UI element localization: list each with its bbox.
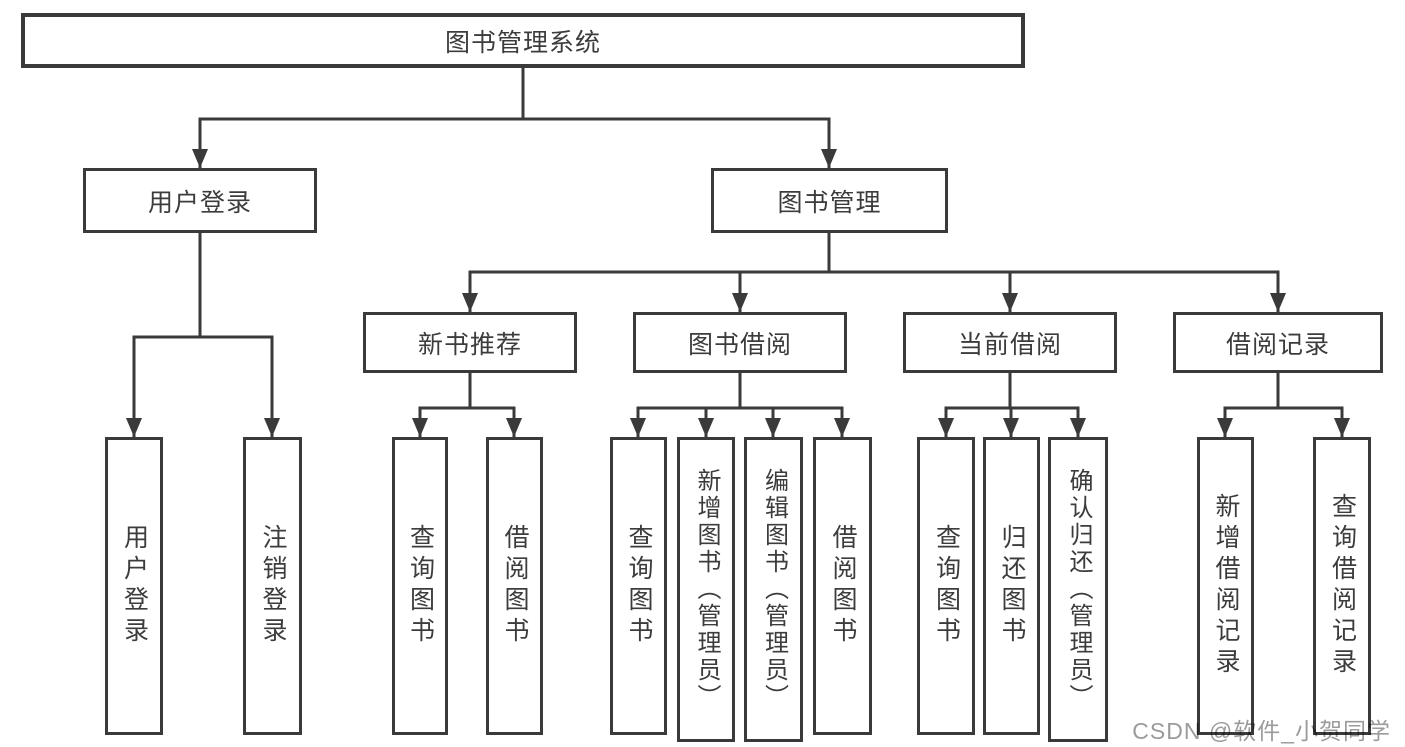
- arrowhead: [1003, 418, 1019, 437]
- connector: [418, 373, 516, 437]
- node-current-borrow: 当前借阅: [903, 312, 1117, 373]
- arrowhead: [462, 293, 478, 312]
- arrowhead: [938, 418, 954, 437]
- leaf-label: 注销登录: [259, 524, 287, 648]
- arrowhead: [765, 418, 781, 437]
- arrowhead: [834, 418, 850, 437]
- leaf-logout: 注销登录: [243, 437, 302, 735]
- watermark: CSDN @软件_小贺同学: [1132, 718, 1391, 744]
- node-label: 图书借阅: [687, 330, 792, 359]
- node-label: 用户登录: [147, 188, 252, 217]
- leaf-return-books: 归还图书: [983, 437, 1040, 735]
- arrowhead: [412, 418, 428, 437]
- arrowhead: [506, 418, 522, 437]
- leaf-query-books-3: 查询图书: [917, 437, 975, 735]
- arrowhead: [698, 418, 714, 437]
- leaf-query-books-2: 查询图书: [610, 437, 667, 735]
- connector: [636, 373, 844, 437]
- connector: [198, 68, 831, 168]
- leaf-label: 编辑图书（管理员）: [760, 468, 788, 711]
- leaf-label: 借阅图书: [501, 524, 529, 648]
- leaf-edit-books-admin: 编辑图书（管理员）: [744, 437, 803, 742]
- leaf-query-books-1: 查询图书: [392, 437, 448, 735]
- arrowhead: [630, 418, 646, 437]
- leaf-label: 查询图书: [625, 524, 653, 648]
- leaf-label: 用户登录: [120, 524, 149, 648]
- leaf-label: 新增借阅记录: [1212, 493, 1240, 679]
- node-label: 当前借阅: [957, 330, 1062, 359]
- leaf-user-login: 用户登录: [105, 437, 163, 735]
- node-book-management: 图书管理: [711, 168, 948, 233]
- arrowhead: [1334, 418, 1350, 437]
- node-label: 图书管理: [777, 188, 882, 217]
- node-label: 新书推荐: [417, 330, 522, 359]
- node-user-login: 用户登录: [83, 168, 317, 233]
- connector: [468, 233, 1280, 312]
- leaf-label: 查询借阅记录: [1328, 493, 1357, 679]
- arrowhead: [192, 149, 208, 168]
- node-book-borrow: 图书借阅: [633, 312, 847, 373]
- arrowhead: [1270, 293, 1286, 312]
- leaf-confirm-return-admin: 确认归还（管理员）: [1048, 437, 1108, 742]
- arrowhead: [1070, 418, 1086, 437]
- arrowhead: [264, 418, 280, 437]
- leaf-label: 确认归还（管理员）: [1065, 468, 1092, 711]
- arrowhead: [821, 149, 837, 168]
- node-label: 借阅记录: [1225, 330, 1330, 359]
- leaf-borrow-books-1: 借阅图书: [486, 437, 543, 735]
- leaf-add-borrow-record: 新增借阅记录: [1197, 437, 1254, 735]
- node-borrow-records: 借阅记录: [1173, 312, 1383, 373]
- arrowhead: [732, 293, 748, 312]
- arrowhead: [1217, 418, 1233, 437]
- leaf-add-books-admin: 新增图书（管理员）: [677, 437, 735, 742]
- leaf-label: 查询图书: [932, 524, 961, 648]
- leaf-label: 查询图书: [406, 524, 435, 648]
- leaf-label: 归还图书: [998, 524, 1026, 648]
- arrowhead: [1002, 293, 1018, 312]
- node-library-management-system: 图书管理系统: [21, 13, 1025, 68]
- leaf-query-borrow-record: 查询借阅记录: [1313, 437, 1371, 735]
- connector: [1223, 373, 1344, 437]
- node-label: 图书管理系统: [444, 28, 601, 57]
- leaf-borrow-books-2: 借阅图书: [813, 437, 872, 735]
- node-new-book-recommend: 新书推荐: [363, 312, 577, 373]
- connector: [132, 233, 274, 437]
- leaf-label: 借阅图书: [829, 524, 857, 648]
- arrowhead: [126, 418, 142, 437]
- leaf-label: 新增图书（管理员）: [693, 468, 720, 711]
